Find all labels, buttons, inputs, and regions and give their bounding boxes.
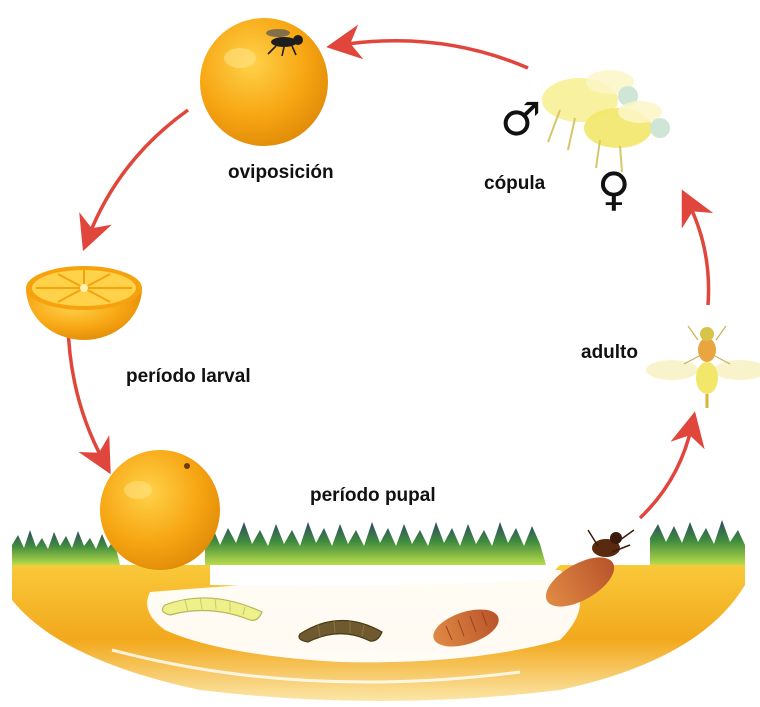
female-symbol-icon: ♀ (597, 166, 631, 212)
arrow-larval-to-pupal (68, 325, 104, 462)
arrow-copula-to-oviposicion (340, 41, 528, 68)
label-copula: cópula (484, 173, 545, 195)
orange-fruit-ground-icon (100, 450, 220, 570)
halved-orange-icon (26, 266, 142, 340)
label-oviposicion: oviposición (228, 162, 334, 184)
arrow-oviposicion-to-larval (88, 110, 188, 238)
male-symbol-icon: ♂ (500, 96, 541, 142)
arrow-pupal-to-adulto (640, 425, 692, 518)
label-adulto: adulto (581, 342, 638, 364)
label-periodo-pupal: período pupal (310, 485, 436, 507)
orange-fruit-icon (200, 18, 328, 146)
adult-fly-icon (646, 326, 760, 408)
mating-flies-icon (542, 70, 670, 172)
arrow-adulto-to-copula (688, 202, 709, 305)
label-periodo-larval: período larval (126, 366, 251, 388)
